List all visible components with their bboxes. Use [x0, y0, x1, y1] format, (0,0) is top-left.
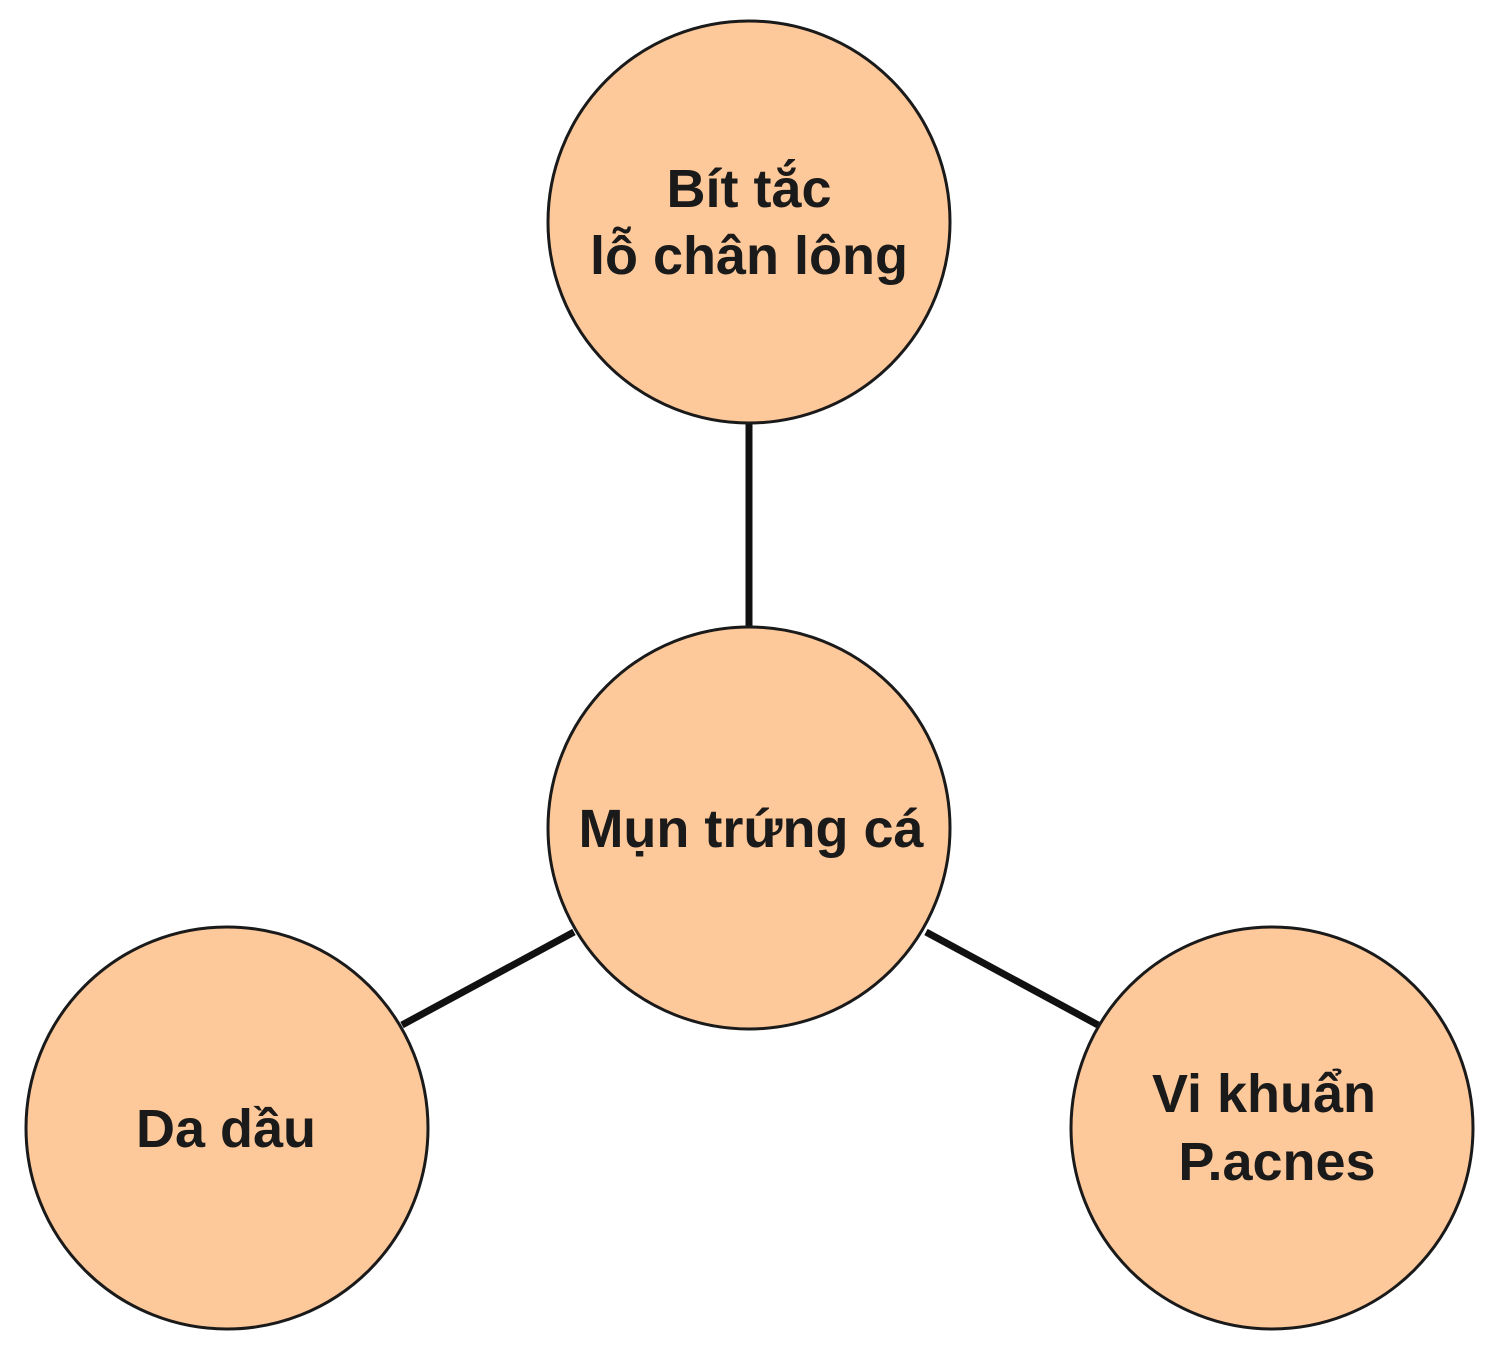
node-clogged-pores: Bít tắc lỗ chân lông	[546, 19, 952, 425]
node-acne-label: Mụn trứng cá	[578, 799, 924, 859]
node-bacteria-circle	[1069, 925, 1475, 1331]
node-bacteria-label-line1: Vi khuẩn	[1152, 1064, 1376, 1124]
node-clogged-pores-label-line2: lỗ chân lông	[590, 226, 908, 286]
node-oily-skin-label: Da dầu	[136, 1099, 316, 1159]
node-clogged-pores-circle	[546, 19, 952, 425]
connector-left	[400, 928, 576, 1029]
node-bacteria: Vi khuẩn P.acnes	[1069, 925, 1475, 1331]
node-oily-skin: Da dầu	[24, 925, 430, 1331]
node-bacteria-label-line2: P.acnes	[1178, 1132, 1375, 1192]
node-acne-circle	[546, 625, 952, 1031]
node-acne: Mụn trứng cá	[546, 625, 952, 1031]
node-oily-skin-circle	[24, 925, 430, 1331]
node-clogged-pores-label-line1: Bít tắc	[666, 159, 831, 219]
connector-right	[924, 928, 1100, 1029]
